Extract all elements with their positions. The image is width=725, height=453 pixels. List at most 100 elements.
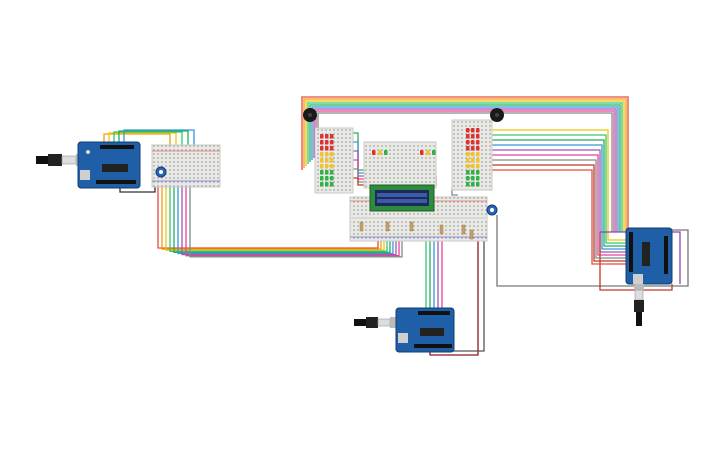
- led: [426, 150, 430, 155]
- led: [466, 176, 470, 181]
- resistor: [439, 224, 444, 235]
- led: [476, 140, 480, 145]
- led: [330, 140, 334, 145]
- potentiometer-left[interactable]: [155, 166, 167, 178]
- led: [471, 182, 475, 187]
- led: [320, 170, 324, 175]
- led: [466, 134, 470, 139]
- led: [325, 164, 329, 169]
- wire: [311, 106, 619, 232]
- led: [420, 150, 424, 155]
- usb-cable-left[interactable]: [36, 154, 82, 166]
- wire: [490, 159, 628, 259]
- led: [320, 134, 324, 139]
- led-column-left: [320, 134, 334, 187]
- led: [471, 146, 475, 151]
- wire: [490, 149, 628, 253]
- wire: [103, 133, 171, 150]
- led-column-right: [466, 128, 480, 187]
- led: [320, 146, 324, 151]
- led: [384, 150, 388, 155]
- wire: [490, 164, 628, 262]
- resistor: [469, 229, 474, 240]
- arduino-left[interactable]: [77, 141, 141, 189]
- wire: [181, 186, 397, 256]
- wire: [113, 131, 183, 150]
- led: [466, 170, 470, 175]
- wire: [177, 186, 394, 255]
- wire: [157, 186, 379, 249]
- buzzer-left[interactable]: [303, 108, 317, 122]
- led: [330, 152, 334, 157]
- wire: [303, 98, 627, 232]
- usb-cable-right[interactable]: [634, 284, 644, 326]
- led: [325, 176, 329, 181]
- breadboard-top-center[interactable]: [363, 141, 437, 189]
- breadboard-left-small[interactable]: [151, 144, 221, 188]
- wire: [161, 186, 382, 250]
- led: [476, 152, 480, 157]
- led: [476, 146, 480, 151]
- led: [330, 158, 334, 163]
- led: [476, 128, 480, 133]
- led-group-top: [372, 150, 436, 155]
- led: [378, 150, 382, 155]
- led: [320, 140, 324, 145]
- led: [325, 140, 329, 145]
- wire: [185, 186, 400, 257]
- led: [476, 158, 480, 163]
- wire: [490, 139, 628, 247]
- wire: [173, 186, 391, 254]
- led: [466, 164, 470, 169]
- led: [320, 176, 324, 181]
- buzzer-right[interactable]: [490, 108, 504, 122]
- wire: [490, 169, 628, 265]
- wire: [313, 108, 617, 232]
- led: [466, 152, 470, 157]
- led: [466, 146, 470, 151]
- potentiometer-center[interactable]: [486, 204, 498, 216]
- led: [476, 134, 480, 139]
- led: [325, 158, 329, 163]
- led: [432, 150, 436, 155]
- led: [330, 134, 334, 139]
- resistor: [359, 221, 364, 232]
- led: [325, 152, 329, 157]
- led: [476, 170, 480, 175]
- led: [325, 170, 329, 175]
- led: [471, 164, 475, 169]
- wire: [169, 186, 388, 252]
- wire: [189, 186, 403, 258]
- led: [476, 164, 480, 169]
- arduino-bottom[interactable]: [395, 307, 455, 353]
- led: [471, 176, 475, 181]
- led: [471, 128, 475, 133]
- led: [330, 146, 334, 151]
- led: [330, 182, 334, 187]
- wire: [118, 130, 189, 150]
- led: [320, 164, 324, 169]
- usb-cable-bottom[interactable]: [354, 317, 396, 328]
- wire: [301, 96, 629, 232]
- wire: [123, 129, 195, 150]
- led: [320, 152, 324, 157]
- led: [330, 176, 334, 181]
- wire: [305, 100, 625, 232]
- led: [325, 146, 329, 151]
- led: [466, 128, 470, 133]
- led: [330, 164, 334, 169]
- arduino-right[interactable]: [625, 227, 673, 285]
- wire: [490, 134, 628, 244]
- led: [320, 158, 324, 163]
- wire: [490, 129, 628, 241]
- lcd-display[interactable]: [369, 184, 435, 212]
- wire: [165, 186, 385, 251]
- wire: [496, 215, 689, 287]
- led: [325, 134, 329, 139]
- led: [320, 182, 324, 187]
- resistor: [461, 224, 466, 235]
- led: [325, 182, 329, 187]
- resistor: [385, 221, 390, 232]
- resistor: [409, 221, 414, 232]
